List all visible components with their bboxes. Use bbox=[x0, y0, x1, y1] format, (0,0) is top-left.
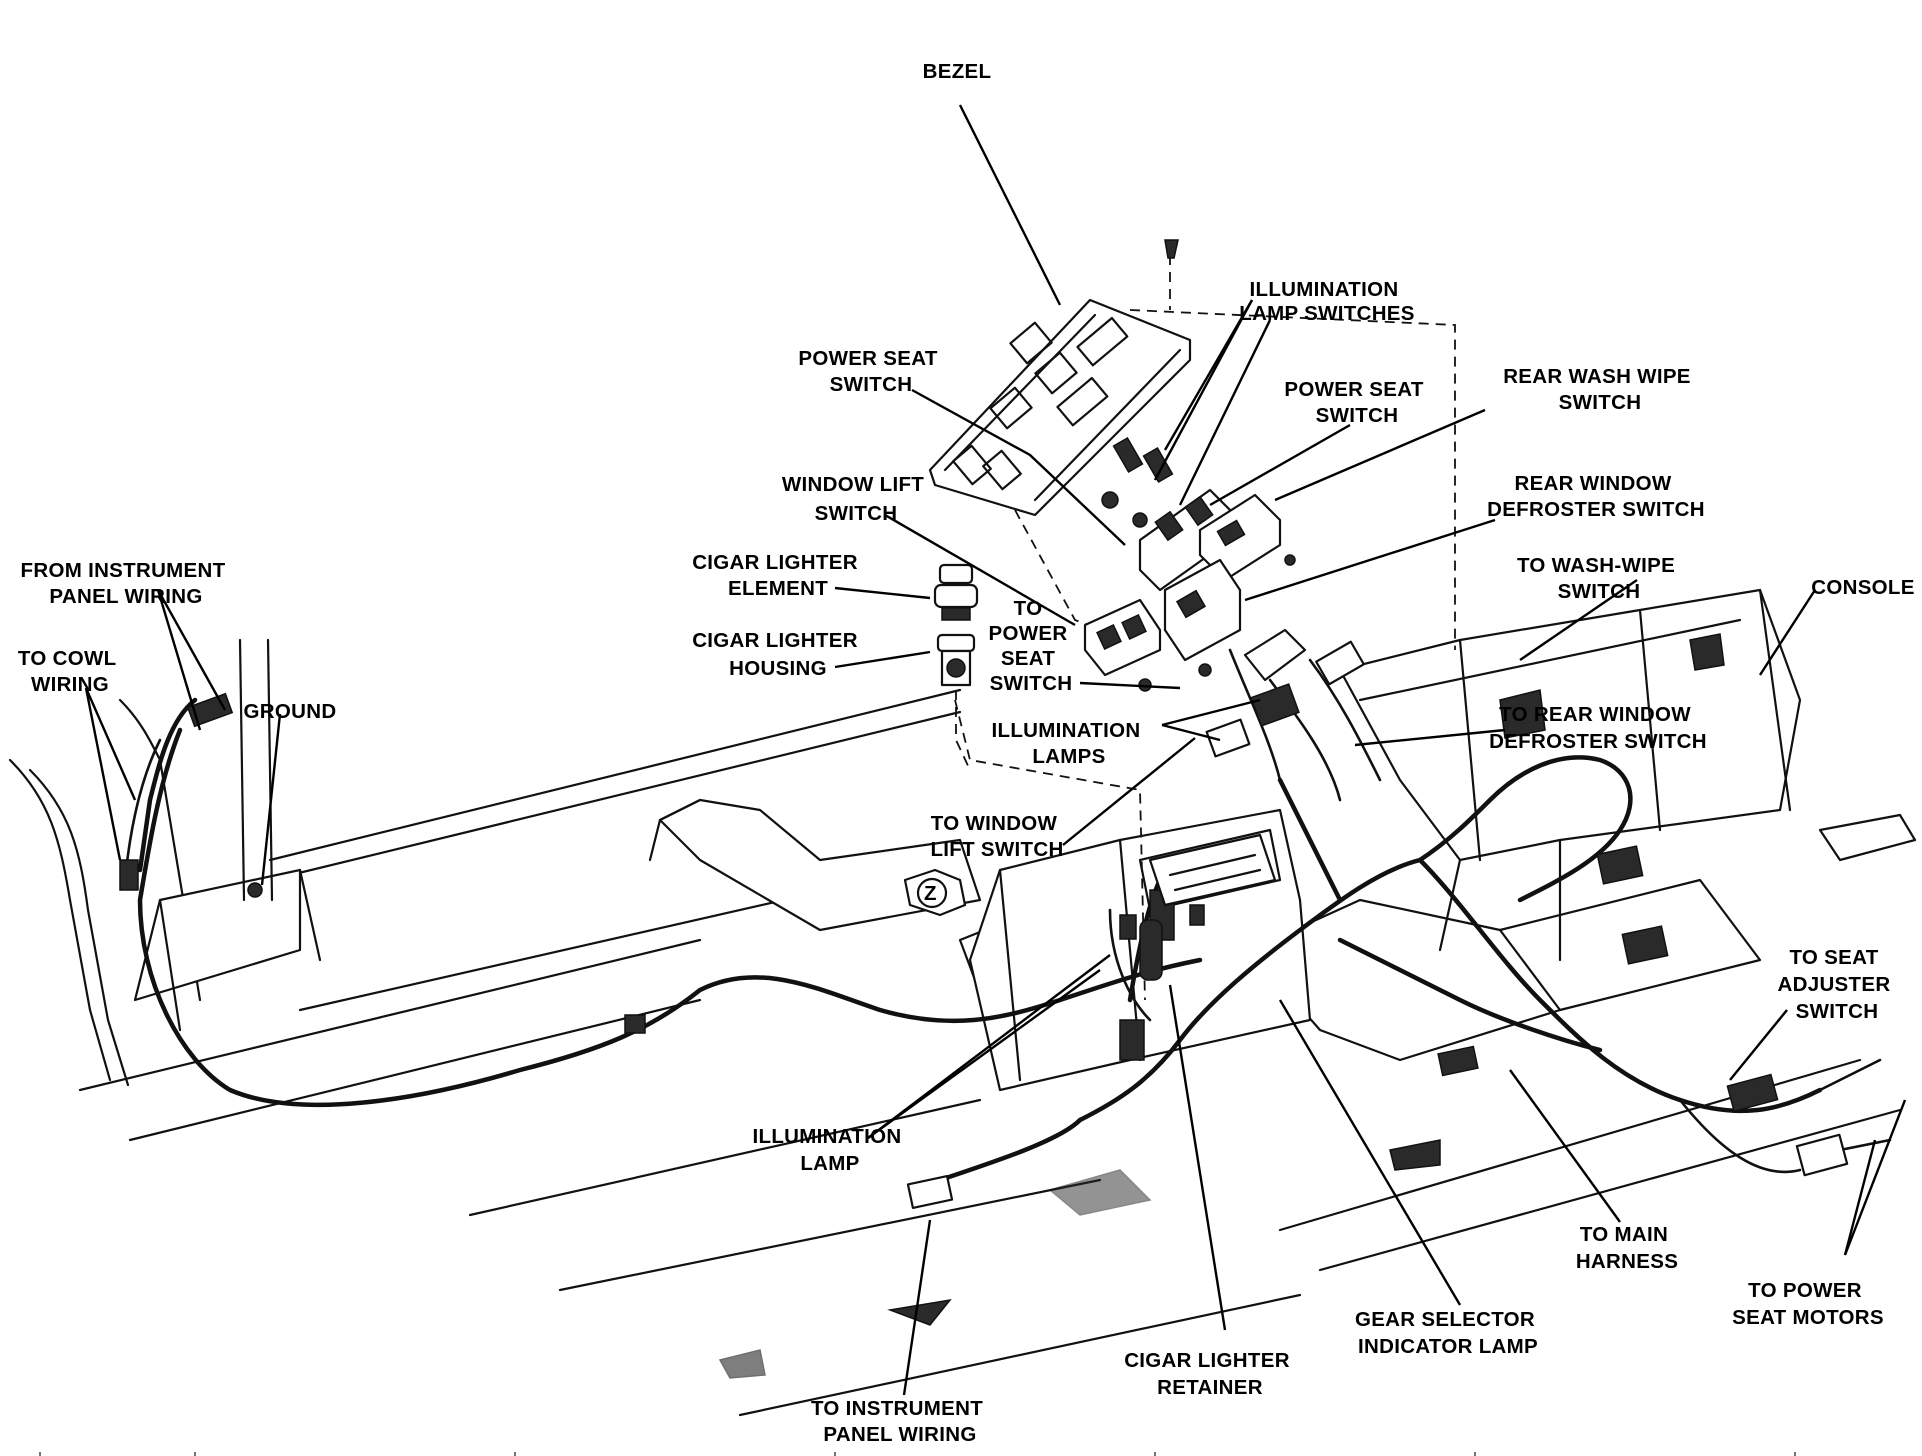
label-rear-wash-wipe-switch: REAR WASH WIPE SWITCH bbox=[1503, 365, 1697, 414]
label-to-seat-adjuster-switch: TO SEAT ADJUSTER SWITCH bbox=[1778, 946, 1897, 1023]
cigar-lighter-retainer bbox=[1108, 908, 1163, 1022]
power-seat-switch-assembly bbox=[1138, 488, 1232, 592]
scan-ticks bbox=[39, 1452, 1796, 1456]
label-cigar-lighter-housing: CIGAR LIGHTER HOUSING bbox=[692, 629, 864, 680]
z-callout: Z bbox=[903, 868, 967, 917]
label-cigar-lighter-element: CIGAR LIGHTER ELEMENT bbox=[692, 551, 864, 600]
leader-lines bbox=[84, 104, 1907, 1396]
label-to-rear-window-defroster-switch: TO REAR WINDOW DEFROSTER SWITCH bbox=[1489, 703, 1707, 753]
label-gear-selector-indicator-lamp: GEAR SELECTOR INDICATOR LAMP bbox=[1355, 1308, 1541, 1358]
label-to-power-seat-motors: TO POWER SEAT MOTORS bbox=[1732, 1279, 1884, 1329]
label-illumination-lamps: ILLUMINATION LAMPS bbox=[992, 719, 1147, 768]
label-to-instrument-panel-wiring: TO INSTRUMENT PANEL WIRING bbox=[811, 1397, 989, 1446]
illumination-lamps bbox=[1205, 628, 1365, 758]
left-kick-panel-harness bbox=[119, 638, 274, 902]
window-lift-switch bbox=[1083, 554, 1296, 692]
callout-labels: BEZEL ILLUMINATION LAMP SWITCHES POWER S… bbox=[18, 60, 1915, 1446]
rear-wash-wipe-switch bbox=[1198, 493, 1282, 582]
label-to-cowl-wiring: TO COWL WIRING bbox=[18, 647, 122, 696]
label-to-power-seat-switch: TO POWER SEAT SWITCH bbox=[989, 597, 1074, 695]
label-ground: GROUND bbox=[244, 700, 337, 723]
label-rear-window-defroster-switch: REAR WINDOW DEFROSTER SWITCH bbox=[1487, 472, 1705, 521]
label-to-window-lift-switch: TO WINDOW LIFT SWITCH bbox=[930, 812, 1063, 861]
label-to-wash-wipe-switch: TO WASH-WIPE SWITCH bbox=[1517, 554, 1681, 603]
label-illumination-lamp: ILLUMINATION LAMP bbox=[753, 1125, 908, 1175]
rear-window-defroster-switch bbox=[1163, 558, 1242, 662]
switch-bezel bbox=[928, 298, 1192, 517]
svg-text:Z: Z bbox=[924, 882, 937, 905]
label-console: CONSOLE bbox=[1811, 576, 1914, 599]
label-from-instrument-panel-wiring: FROM INSTRUMENT PANEL WIRING bbox=[21, 559, 232, 608]
label-power-seat-switch-right: POWER SEAT SWITCH bbox=[1284, 378, 1429, 427]
label-to-main-harness: TO MAIN HARNESS bbox=[1576, 1223, 1678, 1273]
label-bezel: BEZEL bbox=[923, 60, 992, 83]
label-window-lift-switch: WINDOW LIFT SWITCH bbox=[782, 473, 930, 525]
label-power-seat-switch-left: POWER SEAT SWITCH bbox=[798, 347, 943, 396]
gear-selector-area bbox=[1119, 833, 1277, 940]
illumination-lamp-switches bbox=[1101, 436, 1174, 528]
label-cigar-lighter-retainer: CIGAR LIGHTER RETAINER bbox=[1124, 1349, 1296, 1399]
cigar-lighter bbox=[933, 563, 979, 771]
label-illumination-lamp-switches: ILLUMINATION LAMP SWITCHES bbox=[1239, 278, 1415, 325]
